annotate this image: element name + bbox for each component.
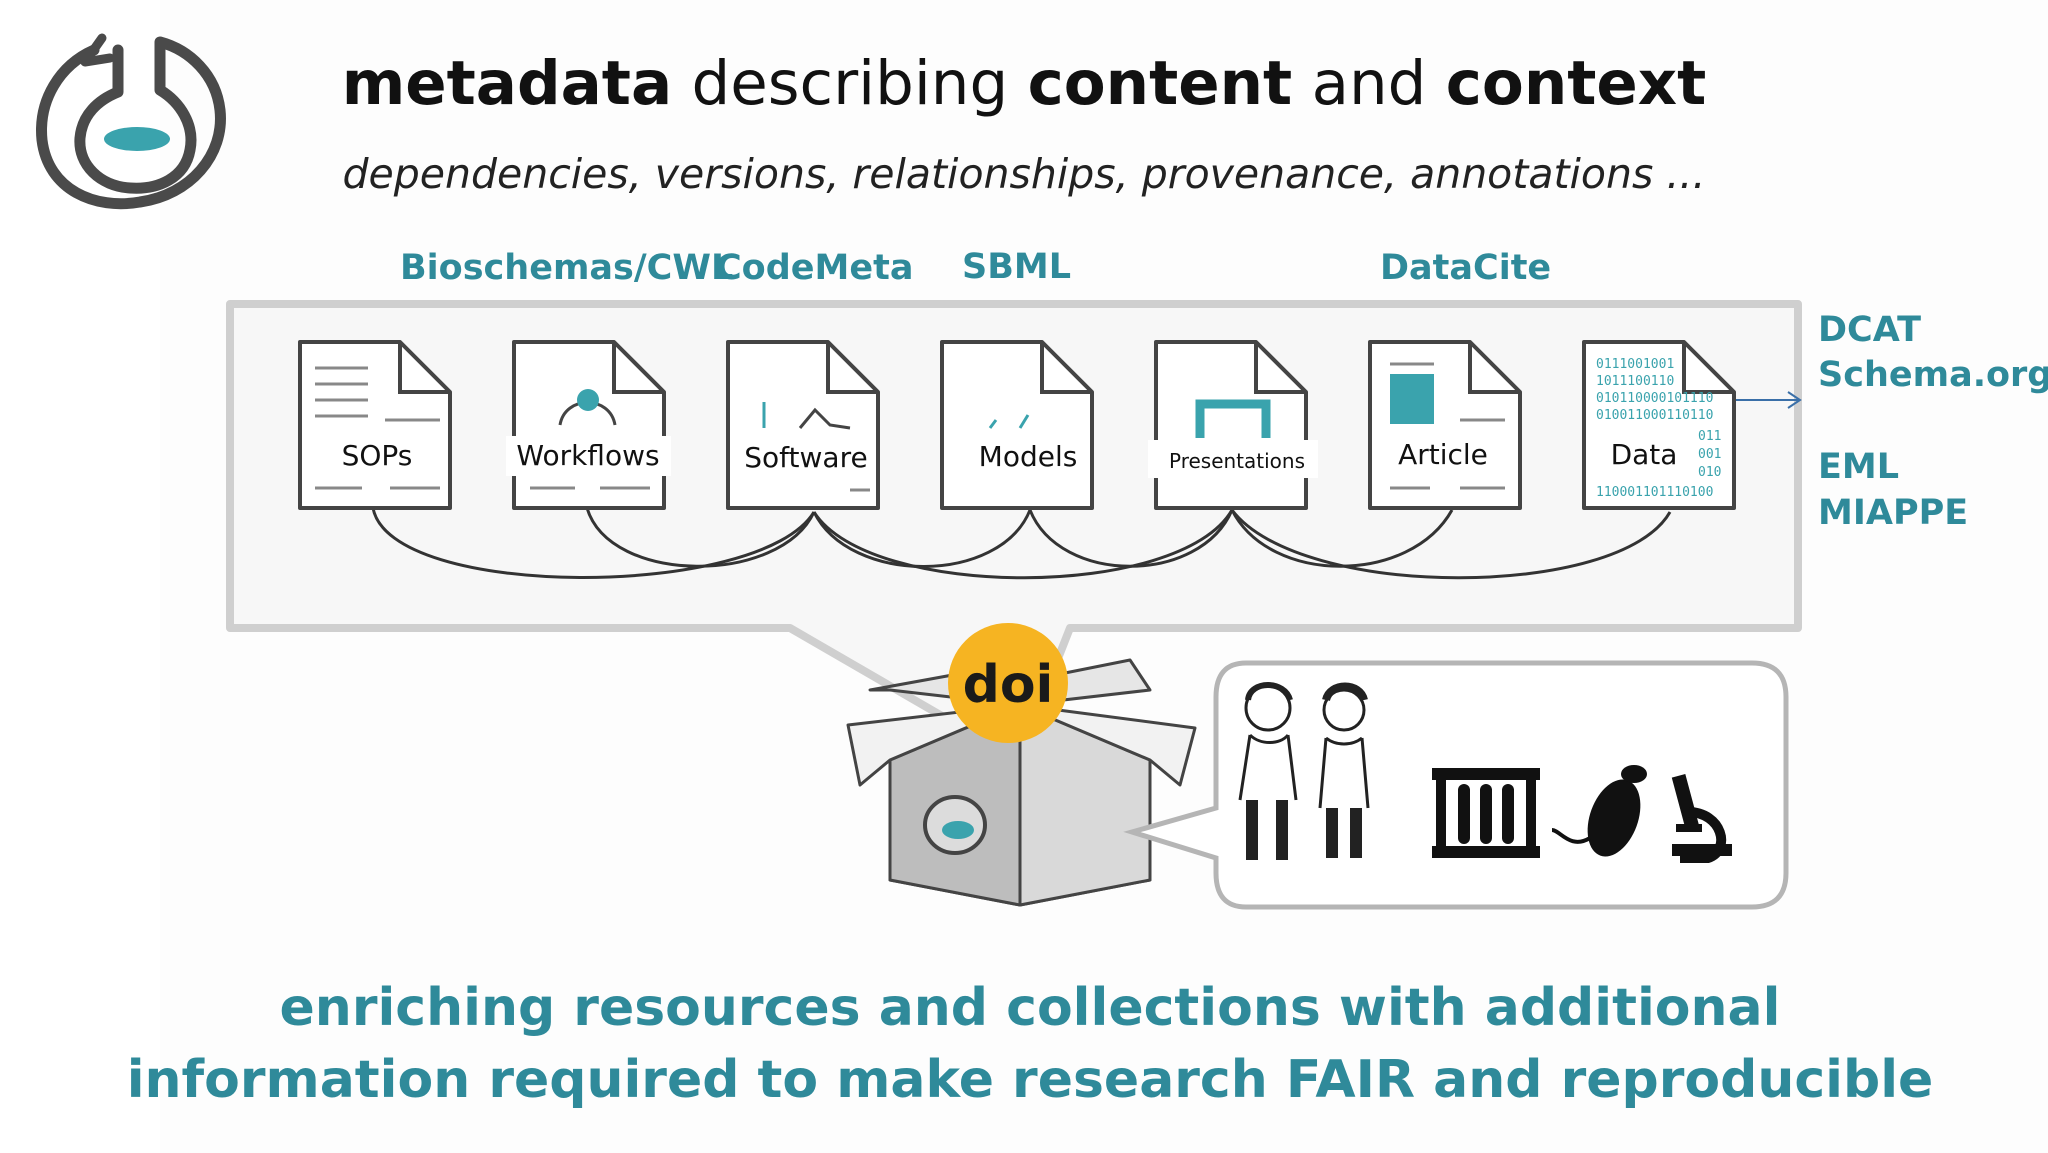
footer-line-2: information required to make research FA… — [126, 1050, 1934, 1110]
standard-sbml: SBML — [962, 247, 1072, 287]
doc-label-sops: SOPs — [342, 439, 413, 472]
svg-text:010110000101110: 010110000101110 — [1596, 391, 1713, 406]
document-presentations — [1148, 340, 1318, 510]
data-binary-text: 0111001001 1011100110 010110000101110 01… — [1596, 357, 1721, 500]
standard-schema-org: Schema.org — [1818, 355, 2048, 395]
page-subtitle: dependencies, versions, relationships, p… — [342, 150, 1706, 198]
doc-label-data: Data — [1611, 438, 1678, 471]
page-title: metadata describing content and context — [341, 48, 1707, 119]
standard-codemeta: CodeMeta — [716, 248, 914, 288]
document-software — [726, 340, 880, 510]
document-data: 0111001001 1011100110 010110000101110 01… — [1582, 340, 1736, 510]
doi-label: doi — [963, 655, 1054, 715]
document-links — [371, 507, 1672, 580]
document-workflows — [506, 340, 671, 510]
doc-label-presentations: Presentations — [1169, 449, 1305, 473]
standard-miappe: MIAPPE — [1818, 493, 1969, 533]
document-sops — [298, 340, 452, 510]
mouse-icon — [1551, 765, 1647, 857]
researchers-icon — [1238, 682, 1370, 860]
test-tubes-icon — [1432, 768, 1540, 858]
svg-text:0111001001: 0111001001 — [1596, 357, 1674, 372]
svg-text:1011100110: 1011100110 — [1596, 374, 1674, 389]
microscope-icon — [1671, 774, 1732, 863]
svg-text:001: 001 — [1698, 447, 1721, 462]
document-models — [940, 340, 1094, 510]
doc-label-article: Article — [1398, 438, 1488, 471]
svg-text:010: 010 — [1698, 465, 1721, 480]
svg-text:010011000110110: 010011000110110 — [1596, 408, 1713, 423]
footer-line-1: enriching resources and collections with… — [279, 978, 1781, 1038]
doc-label-software: Software — [744, 441, 867, 474]
svg-text:011: 011 — [1698, 429, 1721, 444]
standard-datacite: DataCite — [1380, 248, 1552, 288]
document-article — [1368, 340, 1522, 510]
standard-bioschemas-cwl: Bioschemas/CWL — [400, 248, 734, 288]
standard-dcat: DCAT — [1818, 310, 1921, 350]
seek-logo-icon — [36, 33, 226, 210]
standard-eml: EML — [1818, 447, 1900, 487]
doi-badge-icon — [948, 623, 1068, 743]
doc-label-workflows: Workflows — [516, 439, 659, 472]
svg-text:110001101110100: 110001101110100 — [1596, 485, 1713, 500]
doc-label-models: Models — [979, 440, 1078, 473]
